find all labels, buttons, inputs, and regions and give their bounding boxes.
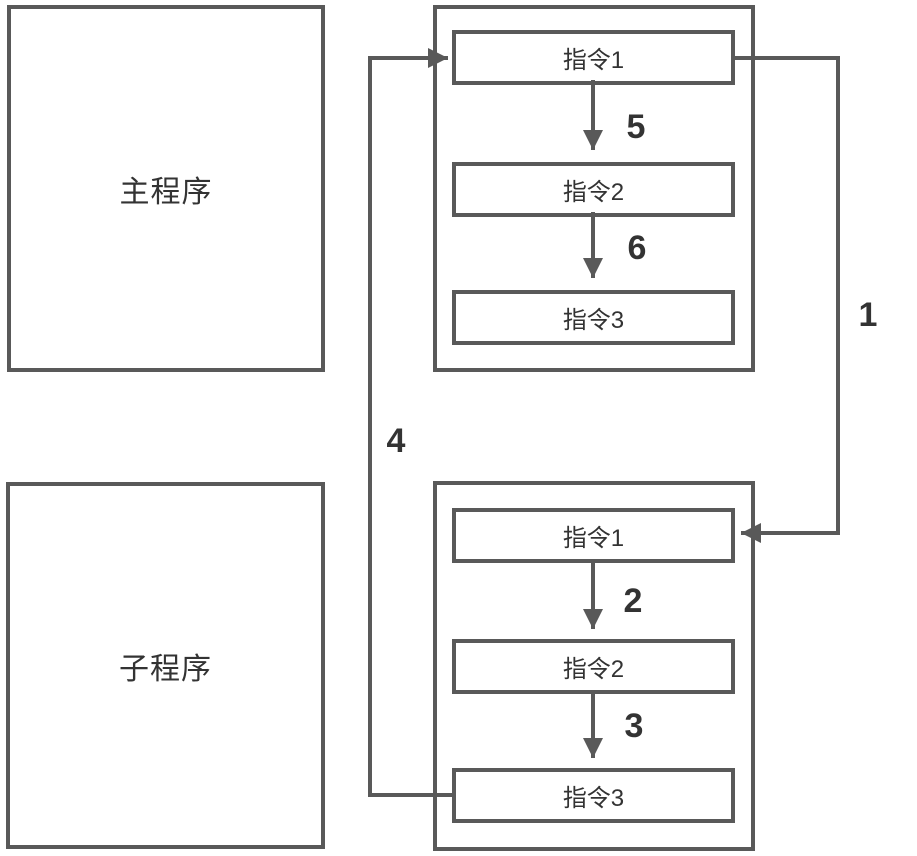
step-label-3: 3 xyxy=(624,707,644,745)
sub-program-box: 子程序 xyxy=(6,482,325,849)
sub-instruction-2: 指令2 xyxy=(452,639,735,694)
main-program-box: 主程序 xyxy=(7,5,325,372)
main-instruction-3-label: 指令3 xyxy=(562,307,625,334)
main-instruction-2-label: 指令2 xyxy=(562,179,625,206)
main-instruction-1-label: 指令1 xyxy=(562,47,625,74)
step-label-1: 1 xyxy=(858,296,878,334)
sub-instruction-2-label: 指令2 xyxy=(562,656,625,683)
main-instruction-3: 指令3 xyxy=(452,290,735,345)
main-instruction-2: 指令2 xyxy=(452,162,735,217)
sub-instruction-1: 指令1 xyxy=(452,508,735,563)
sub-instruction-group: 指令1 指令2 指令3 xyxy=(433,481,755,851)
sub-instruction-3: 指令3 xyxy=(452,768,735,823)
sub-instruction-1-label: 指令1 xyxy=(562,525,625,552)
step-label-2: 2 xyxy=(623,582,643,620)
step-label-6: 6 xyxy=(627,229,647,267)
main-instruction-group: 指令1 指令2 指令3 xyxy=(433,5,755,372)
sub-program-label: 子程序 xyxy=(119,652,212,686)
sub-instruction-3-label: 指令3 xyxy=(562,785,625,812)
main-program-label: 主程序 xyxy=(119,175,213,209)
step-label-5: 5 xyxy=(626,108,646,146)
main-instruction-1: 指令1 xyxy=(452,30,735,85)
step-label-4: 4 xyxy=(386,422,406,460)
